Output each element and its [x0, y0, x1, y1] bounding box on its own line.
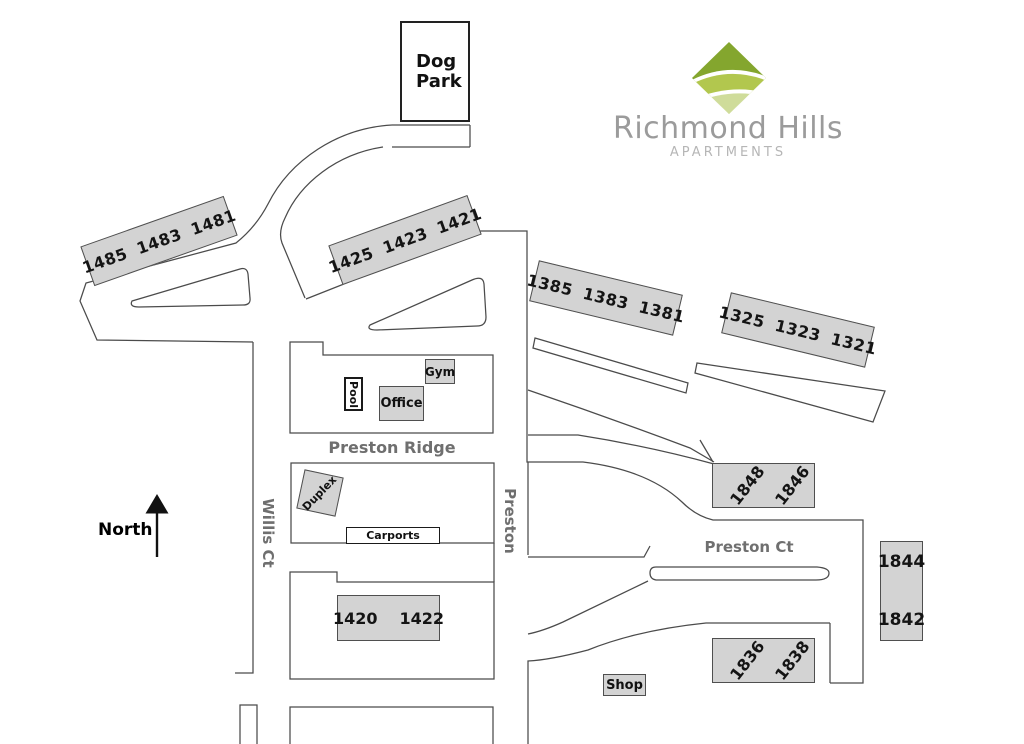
office-building: Office: [379, 386, 424, 421]
pool-label: Pool: [347, 380, 361, 408]
street-label-willis-ct: Willis Ct: [259, 498, 277, 568]
dog-park-label: Dog Park: [416, 50, 462, 92]
carports-label: Carports: [366, 529, 420, 542]
unit-label: 1383: [581, 283, 631, 313]
logo-subtitle: APARTMENTS: [669, 145, 787, 160]
unit-label: 1321: [829, 328, 879, 359]
duplex-building: Duplex: [296, 469, 344, 517]
north-arrow-icon: [145, 494, 169, 557]
unit-label: 1325: [717, 301, 767, 332]
unit-label: 1838: [770, 637, 813, 684]
pool-area: Pool: [344, 377, 363, 411]
logo-name: Richmond Hills: [612, 111, 844, 146]
building-1844-1842: 1844 1842: [877, 541, 926, 641]
building-1848-1846: 1848 1846: [712, 462, 815, 509]
unit-label: 1381: [637, 296, 687, 327]
unit-label: 1485: [79, 243, 130, 277]
building-1420-1422: 1420 1422: [333, 595, 444, 641]
street-label-preston: Preston: [501, 488, 519, 554]
office-label: Office: [380, 396, 423, 411]
north-label: North: [98, 520, 153, 540]
unit-label: 1844: [877, 552, 926, 572]
shop-label: Shop: [606, 677, 643, 693]
building-1836-1838: 1836 1838: [712, 637, 815, 684]
gym-label: Gym: [424, 364, 456, 379]
unit-label: 1421: [433, 203, 485, 238]
unit-label: 1842: [877, 610, 926, 630]
gym-building: Gym: [425, 359, 455, 384]
unit-label: 1848: [726, 462, 769, 509]
street-label-preston-ct: Preston Ct: [704, 538, 794, 556]
dog-park-area: Dog Park: [400, 21, 470, 122]
unit-label: 1420: [332, 608, 378, 628]
shop-building: Shop: [603, 674, 646, 696]
unit-label: 1846: [770, 462, 813, 509]
unit-label: 1422: [399, 608, 445, 628]
unit-label: 1423: [379, 223, 431, 257]
unit-label: 1836: [726, 637, 769, 684]
unit-label: 1483: [133, 224, 185, 258]
unit-label: 1481: [188, 205, 239, 239]
unit-label: 1323: [773, 315, 823, 345]
unit-label: 1425: [325, 242, 377, 277]
unit-label: 1385: [525, 269, 575, 300]
street-label-preston-ridge: Preston Ridge: [328, 438, 456, 457]
carports-area: Carports: [346, 527, 440, 544]
duplex-label: Duplex: [300, 472, 340, 514]
